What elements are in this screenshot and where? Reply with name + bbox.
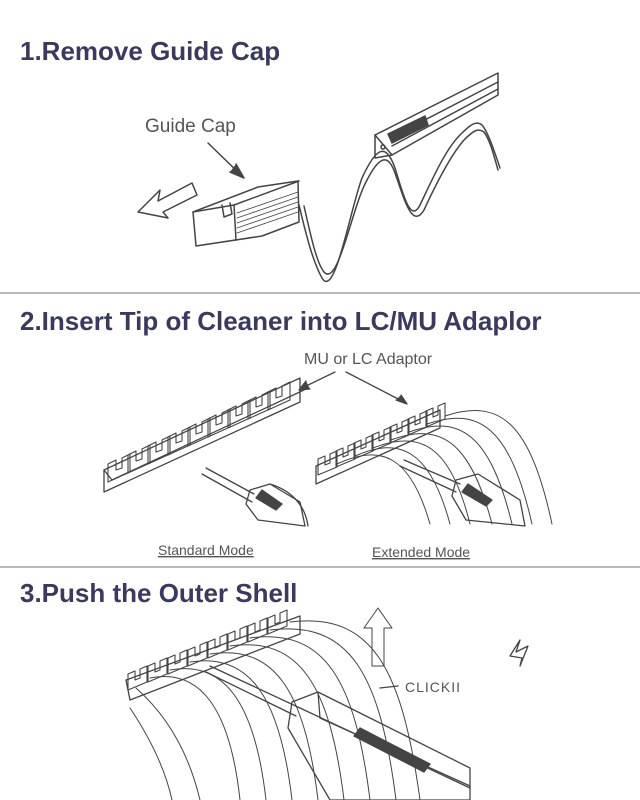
step-insert-tip: 2.Insert Tip of Cleaner into LC/MU Adapl… <box>0 294 640 566</box>
click-label: CLICKII <box>405 679 461 695</box>
step-push-outer-shell: 3.Push the Outer Shell <box>0 568 640 800</box>
push-shell-illustration: CLICKII <box>125 607 529 800</box>
divider <box>0 292 640 294</box>
standard-mode-label: Standard Mode <box>158 542 254 558</box>
lightning-icon <box>509 639 529 667</box>
step-2-title: 2.Insert Tip of Cleaner into LC/MU Adapl… <box>20 306 542 336</box>
guide-cap-label: Guide Cap <box>145 116 236 137</box>
step-1-title: 1.Remove Guide Cap <box>20 36 281 66</box>
arrow-left-icon <box>137 182 198 219</box>
extended-mode-label: Extended Mode <box>372 544 470 560</box>
step-3-title: 3.Push the Outer Shell <box>20 578 298 608</box>
guide-cap-illustration: Guide Cap <box>137 72 501 282</box>
divider <box>0 566 640 568</box>
step-remove-guide-cap: 1.Remove Guide Cap <box>0 0 640 292</box>
adaptor-illustration: MU or LC Adaptor Standard Mode Extended … <box>103 351 553 560</box>
adaptor-label: MU or LC Adaptor <box>304 351 433 368</box>
